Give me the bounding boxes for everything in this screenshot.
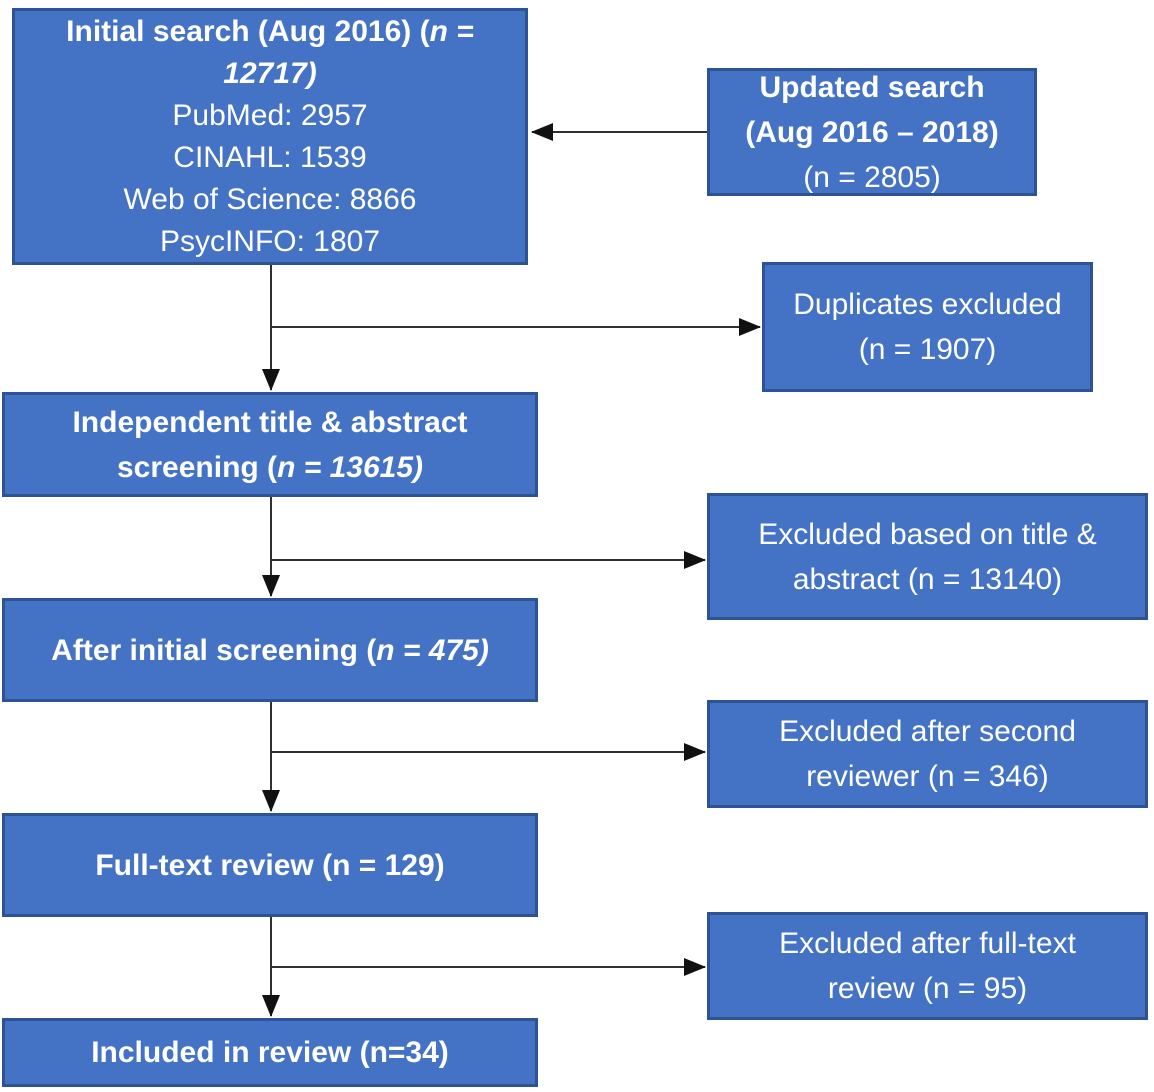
source-psycinfo: PsycINFO: 1807 [159, 224, 381, 258]
independent-screening-line1: Independent title & abstract [72, 405, 468, 439]
initial-search-heading-line2: 12717) [223, 56, 317, 90]
excluded-second-reviewer-box: Excluded after second reviewer (n = 346) [707, 700, 1148, 808]
updated-search-line1: Updated search [759, 70, 985, 104]
initial-search-heading-line1: Initial search (Aug 2016) (n = [66, 14, 474, 48]
excluded-fulltext-line1: Excluded after full-text [779, 927, 1076, 960]
updated-search-count: (n = 2805) [803, 160, 941, 194]
excluded-fulltext-line2: review (n = 95) [827, 972, 1028, 1005]
excluded-title-line1: Excluded based on title & [758, 517, 1097, 551]
source-pubmed: PubMed: 2957 [172, 98, 368, 132]
full-text-review-text: Full-text review (n = 129) [95, 848, 445, 882]
duplicates-excluded-box: Duplicates excluded (n = 1907) [762, 262, 1093, 392]
initial-search-box: Initial search (Aug 2016) (n = 12717) Pu… [12, 8, 528, 265]
updated-search-box: Updated search (Aug 2016 – 2018) (n = 28… [707, 68, 1037, 196]
independent-screening-line2: screening (n = 13615) [117, 450, 423, 484]
independent-screening-box: Independent title & abstract screening (… [2, 392, 538, 497]
duplicates-line1: Duplicates excluded [793, 288, 1062, 321]
excluded-title-abstract-box: Excluded based on title & abstract (n = … [707, 493, 1148, 620]
excluded-second-line1: Excluded after second [779, 715, 1076, 748]
included-in-review-text: Included in review (n=34) [91, 1036, 449, 1069]
excluded-full-text-box: Excluded after full-text review (n = 95) [707, 912, 1148, 1020]
source-cinahl: CINAHL: 1539 [173, 140, 367, 174]
excluded-title-line2: abstract (n = 13140) [792, 562, 1063, 596]
full-text-review-box: Full-text review (n = 129) [2, 813, 538, 917]
included-in-review-box: Included in review (n=34) [2, 1018, 538, 1087]
updated-search-line2: (Aug 2016 – 2018) [745, 115, 999, 149]
source-web-of-science: Web of Science: 8866 [123, 182, 417, 216]
after-initial-screening-box: After initial screening (n = 475) [2, 598, 538, 702]
duplicates-count: (n = 1907) [858, 333, 997, 366]
after-initial-text: After initial screening (n = 475) [51, 633, 489, 667]
excluded-second-line2: reviewer (n = 346) [806, 760, 1049, 793]
